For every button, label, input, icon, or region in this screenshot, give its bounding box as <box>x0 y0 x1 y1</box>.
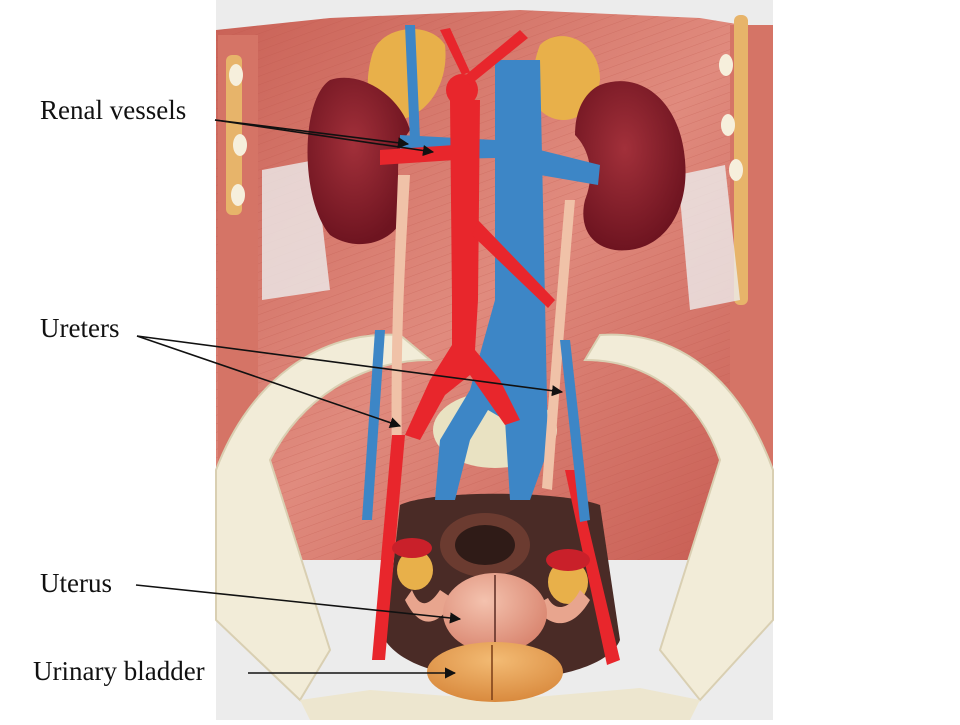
left-iliac-artery <box>372 435 405 660</box>
leader-ureters-1 <box>136 335 402 429</box>
right-ovary <box>546 549 590 604</box>
right-renal-vein <box>540 150 600 185</box>
mesenteric-artery <box>472 220 555 308</box>
pelvic-floor <box>300 688 700 720</box>
right-iliac-artery <box>565 470 620 665</box>
aorta <box>405 100 520 440</box>
leader-ureters-2 <box>136 335 564 397</box>
right-fascia <box>678 165 740 310</box>
leader-uterus <box>135 584 462 624</box>
leader-lines <box>135 119 564 679</box>
label-ureters: Ureters <box>40 313 120 343</box>
left-ureter <box>391 175 410 470</box>
right-adrenal <box>533 36 600 121</box>
inferior-vena-cava <box>435 60 548 500</box>
right-kidney <box>575 81 686 251</box>
left-renal-artery <box>380 145 455 165</box>
left-ovary <box>392 538 433 590</box>
uterus-model <box>405 573 590 653</box>
label-urinary-bladder: Urinary bladder <box>33 656 205 686</box>
left-kidney <box>307 77 410 245</box>
leader-renal-2 <box>214 119 435 157</box>
label-renal-vessels: Renal vessels <box>40 95 187 125</box>
right-ureter <box>542 200 575 490</box>
right-pelvic-bone <box>583 333 774 702</box>
right-iliac-vein <box>560 340 590 522</box>
label-uterus: Uterus <box>40 568 112 598</box>
rectum <box>440 513 530 577</box>
gonadal-vein-left <box>405 25 420 140</box>
bladder-model <box>427 642 563 702</box>
left-pelvic-bone <box>215 333 433 702</box>
left-iliac-vein <box>362 330 385 520</box>
